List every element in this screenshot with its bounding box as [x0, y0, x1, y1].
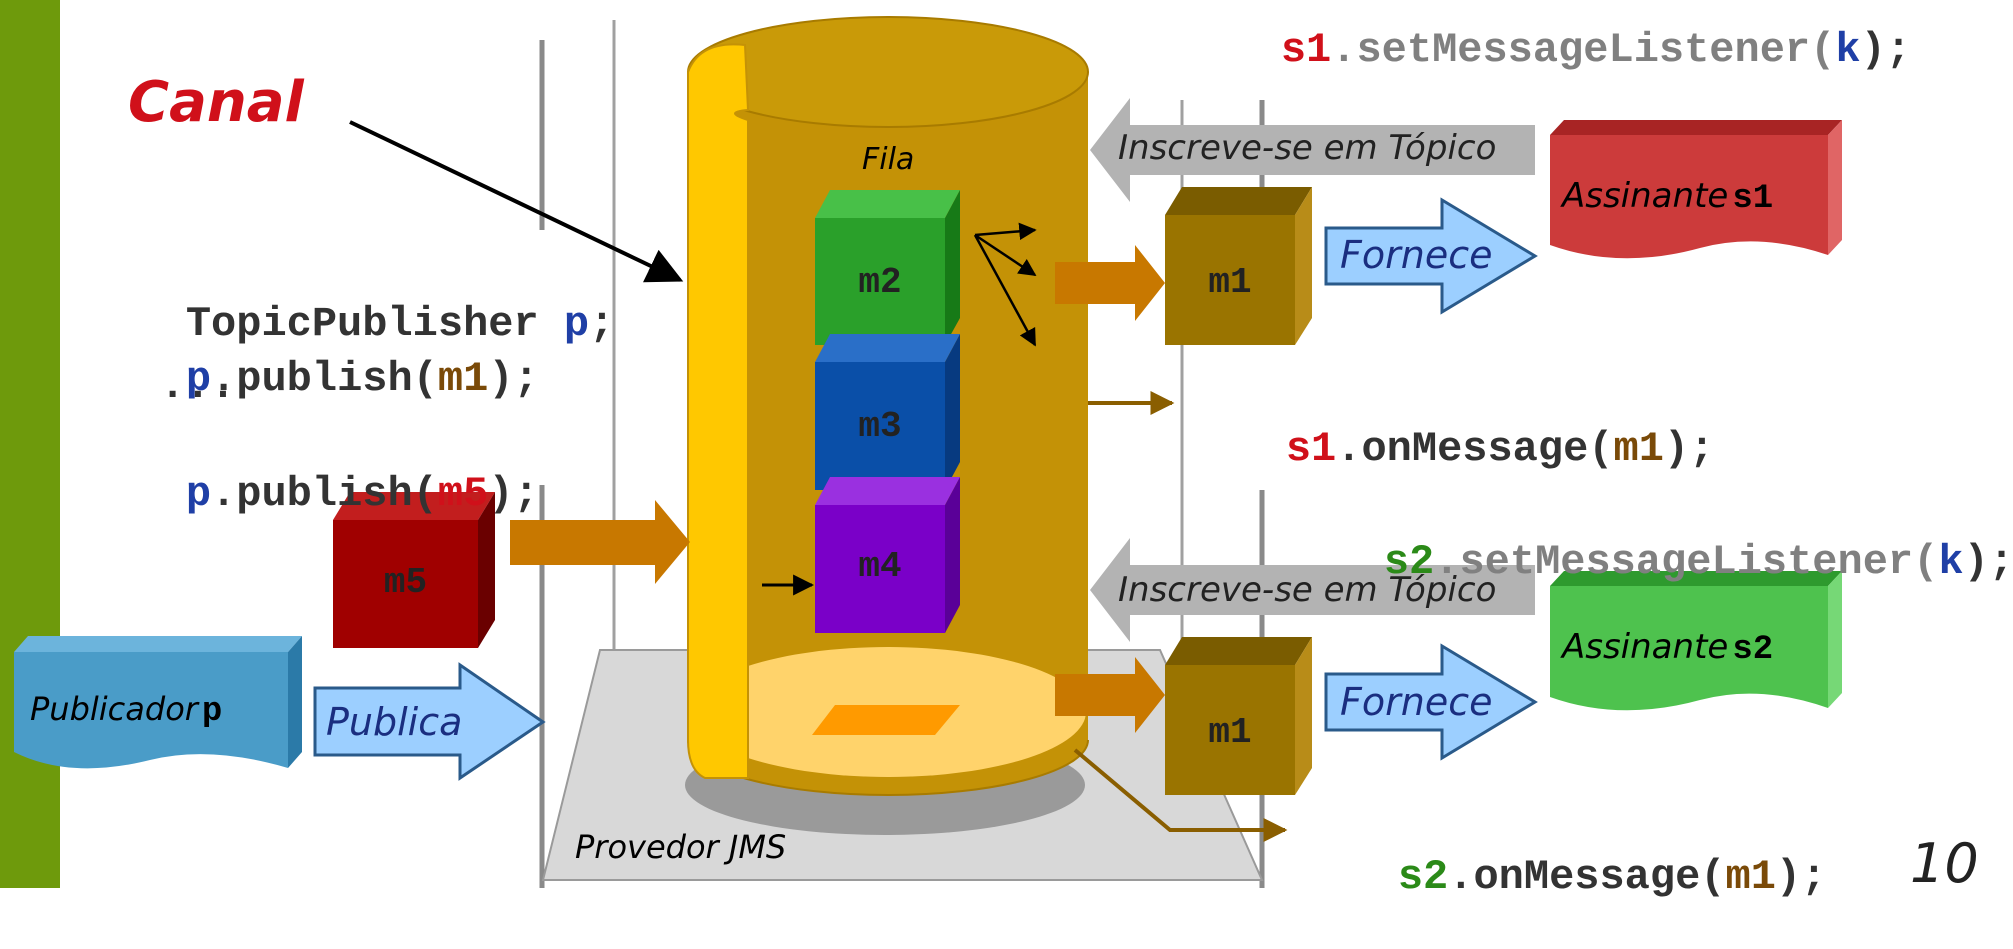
publisher-box	[14, 636, 302, 769]
code-obj: p	[185, 470, 212, 518]
fanout-arrow	[973, 234, 1037, 347]
code-method: .setMessageListener(	[1331, 26, 1836, 74]
code-s2-onmessage: s2.onMessage(m1);	[1297, 805, 1827, 949]
code-end: );	[1775, 853, 1827, 901]
code-method: .onMessage(	[1448, 853, 1726, 901]
queue-message-m3: m3	[858, 406, 902, 447]
code-publisher-decl: TopicPublisher p;	[185, 300, 615, 348]
subscriber-s2-box	[1550, 571, 1842, 711]
diagram-canvas: Canal Fila Provedor JMS 10 m2 m3 m4 m5 m…	[0, 0, 2013, 901]
publisher-label: Publicador p	[30, 690, 222, 731]
code-arg: m1	[1725, 853, 1776, 901]
cube-m1-s1	[1165, 187, 1312, 345]
canal-label: Canal	[128, 70, 304, 135]
code-class-name: TopicPublisher	[185, 300, 539, 348]
fornece-label-s2: Fornece	[1340, 680, 1493, 724]
subscriber-s2-label-text: Assinante	[1562, 627, 1729, 667]
code-arg: k	[1835, 26, 1861, 74]
fornece-label-s1: Fornece	[1340, 233, 1493, 277]
subscriber-s2-var: s2	[1732, 631, 1774, 669]
code-end: );	[1860, 26, 1911, 74]
fanout-arrow	[974, 233, 1037, 277]
code-method: .setMessageListener(	[1434, 538, 1939, 586]
subscribe-label-s1: Inscreve-se em Tópico	[1118, 128, 1497, 168]
code-end: );	[488, 470, 539, 518]
code-end: );	[1663, 425, 1715, 473]
provider-label: Provedor JMS	[575, 828, 787, 866]
code-obj: s2	[1397, 853, 1449, 901]
code-obj: s1	[1280, 26, 1332, 74]
cube-m2	[815, 190, 960, 345]
code-arg: k	[1938, 538, 1964, 586]
code-end: );	[488, 355, 539, 403]
cube-m5	[333, 492, 495, 648]
subscriber-s1-label-text: Assinante	[1562, 176, 1729, 216]
publisher-var: p	[201, 693, 223, 731]
m1-s1-label: m1	[1208, 262, 1252, 303]
subscriber-s1-box	[1550, 120, 1842, 259]
code-s2-listener: s2.setMessageListener(k);	[1283, 490, 2013, 634]
code-ellipsis: ...	[160, 362, 236, 410]
subscribe-label-s2: Inscreve-se em Tópico	[1118, 570, 1497, 610]
subscribe-arrow-s2	[1090, 538, 1535, 642]
delivery-arrow-s2	[1055, 657, 1165, 733]
canal-pointer-arrow	[349, 120, 684, 283]
publisher-label-text: Publicador	[30, 690, 198, 728]
code-arg: m1	[437, 355, 489, 403]
fornece-arrow-s2	[1324, 643, 1538, 761]
cube-m4	[815, 477, 960, 633]
delivery-arrow-s1	[1055, 245, 1165, 321]
code-var-p: p	[563, 300, 590, 348]
m5-flow-arrow	[510, 500, 690, 584]
incoming-message-m5: m5	[383, 562, 428, 603]
publica-label: Publica	[326, 700, 463, 744]
code-end: );	[1963, 538, 2013, 586]
subscribe-arrow-s1	[1090, 98, 1535, 202]
code-arg: m5	[437, 470, 489, 518]
queue-message-m4: m4	[858, 546, 902, 587]
code-s1-listener: s1.setMessageListener(k);	[1180, 0, 1911, 122]
code-method: .publish(	[211, 355, 438, 403]
cube-m1-s2	[1165, 637, 1312, 795]
code-s1-onmessage: s1.onMessage(m1);	[1185, 377, 1715, 521]
subscriber-s1-label: Assinante s1	[1562, 176, 1773, 218]
m1-s2-label: m1	[1208, 712, 1252, 753]
code-method: .onMessage(	[1336, 425, 1614, 473]
code-obj: s2	[1383, 538, 1435, 586]
publica-arrow	[313, 662, 546, 781]
page-number: 10	[1910, 832, 1979, 895]
code-obj: p	[185, 355, 212, 403]
fanout-arrow	[974, 222, 1037, 241]
diagram-svg	[14, 16, 1842, 888]
code-arg: m1	[1613, 425, 1664, 473]
code-publish-last: p.publish(m5);	[85, 422, 539, 566]
code-method: .publish(	[211, 470, 438, 518]
cube-m3	[815, 334, 960, 490]
floor-tile	[812, 705, 960, 735]
queue-message-m2: m2	[858, 262, 902, 303]
subscriber-s2-label: Assinante s2	[1562, 627, 1773, 669]
fornece-arrow-s1	[1324, 197, 1538, 315]
s2-callback-arrow	[1073, 748, 1288, 842]
code-obj: s1	[1285, 425, 1337, 473]
code-publish-first: p.publish(m1);	[85, 307, 539, 451]
channel-strip	[687, 43, 750, 779]
subscriber-s1-var: s1	[1732, 180, 1774, 218]
fila-label: Fila	[862, 142, 915, 177]
